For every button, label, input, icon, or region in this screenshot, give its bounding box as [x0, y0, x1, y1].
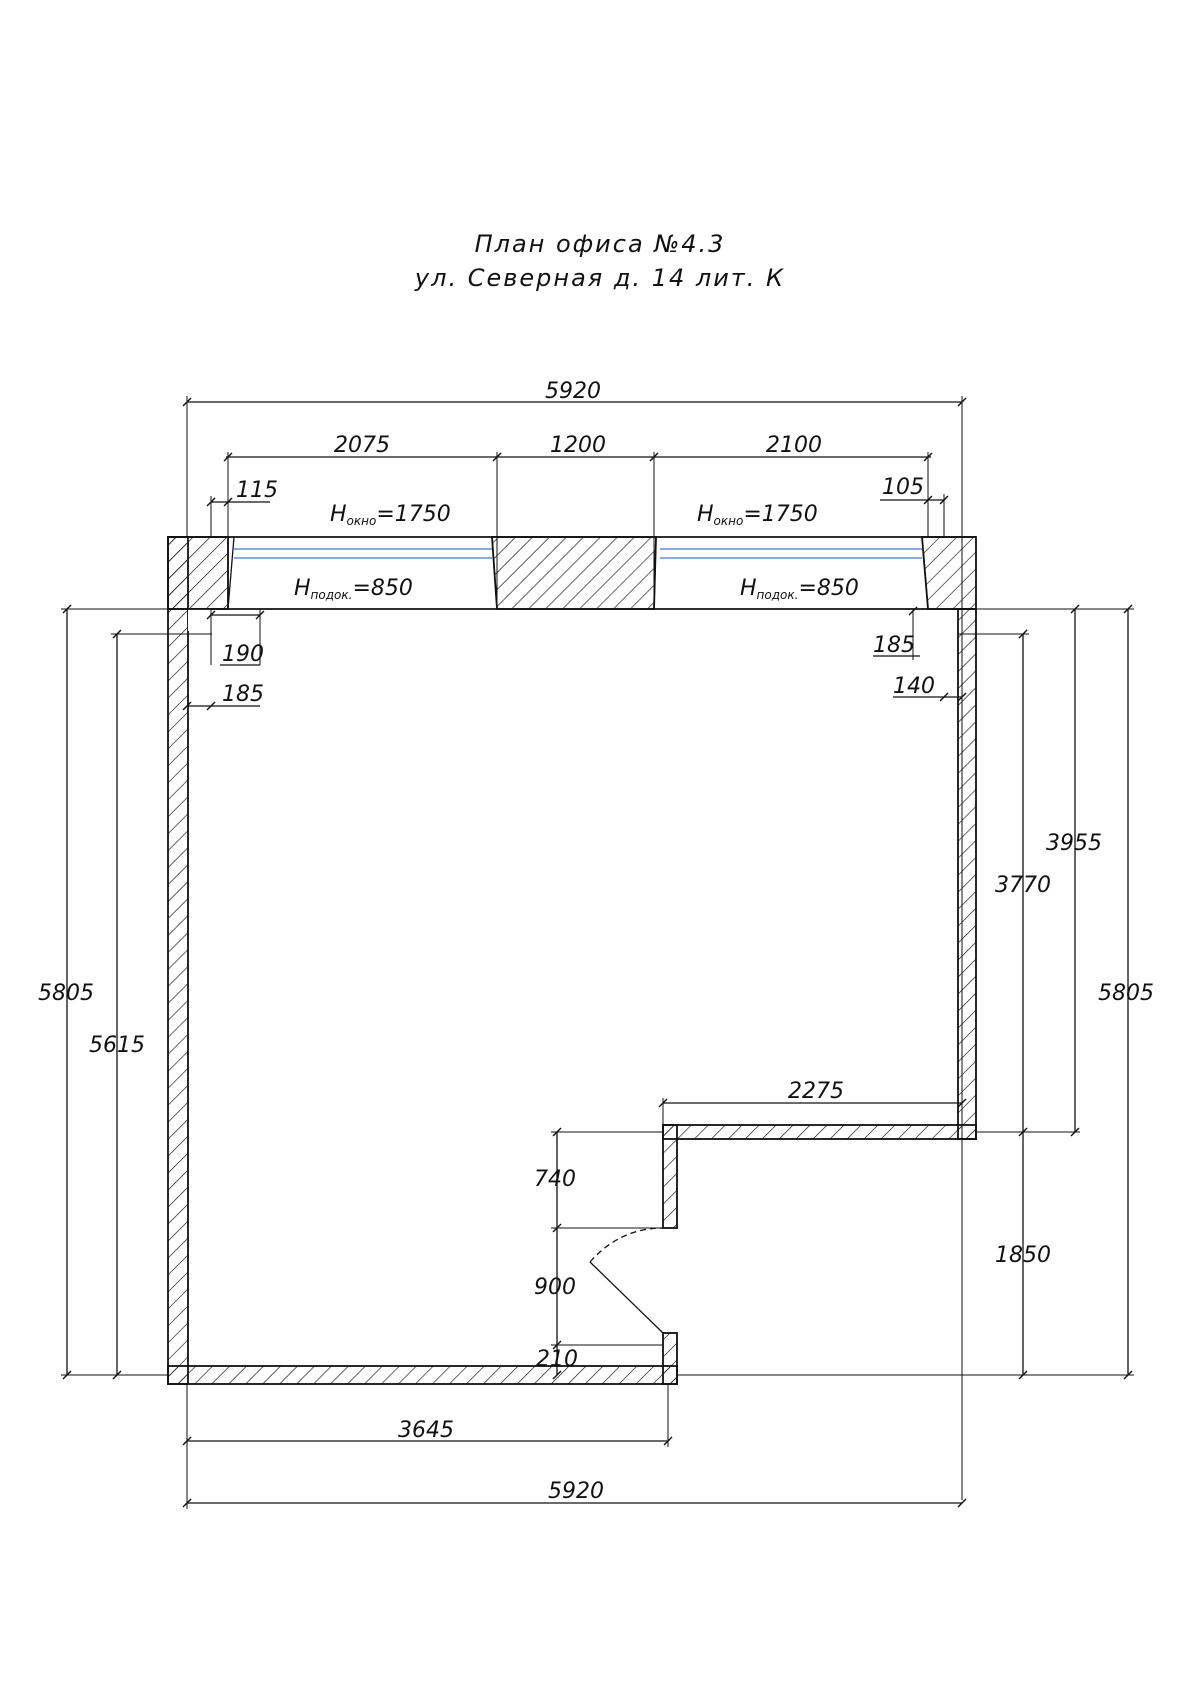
plan-address: ул. Северная д. 14 лит. К: [414, 264, 786, 292]
dim-door-opening-value: 900: [534, 1275, 576, 1300]
dim-right-3770-1850: 3770 1850: [958, 629, 1051, 1380]
dim-right-jamb-value: 105: [882, 475, 924, 500]
dim-top-overall: 5920: [182, 379, 967, 1500]
dim-door-side: 740 900 210: [534, 1127, 677, 1380]
dim-right-140: 140: [893, 674, 967, 702]
dim-bottom-overall: 5920: [182, 1447, 967, 1509]
right-window: [653, 536, 929, 610]
dim-top-left-segment-value: 2075: [334, 433, 390, 458]
door: [589, 1227, 664, 1334]
recess-top-wall: [662, 1124, 977, 1140]
right-pier: [921, 536, 977, 610]
left-window-height-label: Hокно=1750: [330, 502, 451, 528]
dim-left-190: 190: [206, 609, 265, 667]
dim-door-wall-740-value: 740: [534, 1167, 576, 1192]
right-window-sill-label: Hподок.=850: [740, 576, 859, 602]
right-window-height-label: Hокно=1750: [697, 502, 818, 528]
bottom-wall: [167, 1365, 678, 1385]
dim-door-wall-210-value: 210: [536, 1347, 578, 1372]
middle-pier: [491, 536, 657, 610]
dim-right-185-value: 185: [873, 633, 915, 658]
dim-top-middle-segment-value: 1200: [550, 433, 606, 458]
walls: [167, 536, 977, 1385]
left-wall: [167, 536, 189, 1385]
dim-left-outer-height-value: 5805: [38, 981, 94, 1006]
dim-right-3955: 3955: [976, 604, 1102, 1137]
recess-side-wall-upper: [662, 1124, 678, 1229]
dim-recess-width: 2275: [658, 1079, 967, 1125]
left-pier-notch: [188, 609, 212, 631]
dim-right-outer-height: 5805: [677, 604, 1154, 1380]
dim-right-140-value: 140: [893, 674, 935, 699]
dim-right-outer-height-value: 5805: [1098, 981, 1154, 1006]
right-wall: [957, 608, 977, 1140]
dim-right-jamb: 105: [880, 475, 949, 537]
left-pier: [167, 536, 229, 610]
plan-title: План офиса №4.3: [474, 230, 726, 258]
dim-top-segments: 2075 1200 2100: [223, 433, 933, 609]
dim-left-jamb-value: 115: [236, 478, 278, 503]
dim-right-3955-value: 3955: [1046, 831, 1102, 856]
dim-left-inner-height: 5615: [89, 629, 212, 1380]
dim-right-1850-value: 1850: [995, 1243, 1051, 1268]
dim-bottom-overall-value: 5920: [548, 1479, 604, 1504]
dim-left-jamb: 115: [206, 478, 278, 537]
dim-recess-width-value: 2275: [788, 1079, 844, 1104]
dim-right-185: 185: [873, 606, 920, 660]
dim-left-190-value: 190: [222, 642, 264, 667]
dim-left-outer-height: 5805: [38, 604, 168, 1380]
dim-right-3770-value: 3770: [995, 873, 1051, 898]
left-window: [227, 536, 498, 610]
dim-bottom-inner: 3645: [182, 1384, 673, 1447]
dim-left-185: 185: [182, 682, 264, 711]
dim-top-right-segment-value: 2100: [766, 433, 822, 458]
left-window-sill-label: Hподок.=850: [294, 576, 413, 602]
dim-left-inner-height-value: 5615: [89, 1033, 145, 1058]
dim-left-185-value: 185: [222, 682, 264, 707]
dim-bottom-inner-value: 3645: [398, 1418, 454, 1443]
dim-top-overall-value: 5920: [545, 379, 601, 404]
